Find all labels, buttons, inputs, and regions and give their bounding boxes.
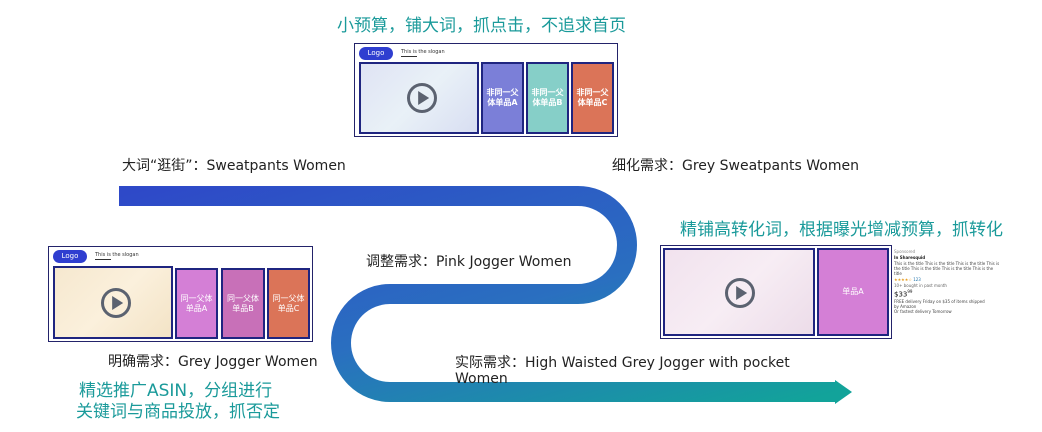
product-tile-b[interactable]: 非同一父体单品B — [526, 62, 569, 134]
product-tile-a[interactable]: 单品A — [817, 248, 889, 336]
product-tile-a[interactable]: 非同一父体单品A — [481, 62, 524, 134]
video-thumbnail[interactable] — [359, 62, 479, 134]
slogan-underline — [401, 56, 417, 57]
star-rating: ★★★★☆ 123 — [894, 277, 921, 282]
logo-badge: Logo — [359, 47, 393, 60]
slogan-underline — [95, 259, 111, 260]
delivery-line-2: by Amazon — [894, 304, 917, 309]
price-whole: $33 — [894, 290, 908, 299]
play-icon[interactable] — [407, 83, 437, 113]
stage-1-label: 大词“逛街”：Sweatpants Women — [122, 158, 346, 174]
play-icon[interactable] — [725, 278, 755, 308]
sponsored-display-ad-right: 单品A — [660, 245, 892, 339]
logo-badge: Logo — [53, 250, 87, 263]
product-brand[interactable]: In Sharesquid — [894, 255, 926, 260]
sponsored-brand-ad-top: Logo This is the slogan 非同一父体单品A 非同一父体单品… — [354, 43, 618, 137]
right-strategy-text: 精铺高转化词，根据曝光增减预算，抓转化 — [680, 220, 1003, 240]
slogan-text: This is the slogan — [95, 252, 139, 258]
product-tile-a[interactable]: 同一父体单品A — [175, 268, 218, 339]
delivery-line-1: FREE delivery Friday on $35 of items shi… — [894, 299, 985, 304]
price-cents: 99 — [907, 289, 913, 294]
stage-3-label: 调整需求：Pink Jogger Women — [366, 254, 572, 270]
product-tile-b[interactable]: 同一父体单品B — [221, 268, 265, 339]
video-thumbnail[interactable] — [663, 248, 815, 336]
video-thumbnail[interactable] — [53, 266, 173, 339]
sponsored-label: Sponsored — [894, 249, 916, 254]
top-strategy-text: 小预算，铺大词，抓点击，不追求首页 — [337, 16, 626, 36]
sponsored-brand-ad-left: Logo This is the slogan 同一父体单品A 同一父体单品B … — [48, 246, 313, 342]
left-strategy-line2: 关键词与商品投放，抓否定 — [76, 402, 280, 422]
product-tile-c[interactable]: 同一父体单品C — [267, 268, 310, 339]
purchase-note: 10+ bought in past month — [894, 283, 947, 288]
stage-2-label: 细化需求：Grey Sweatpants Women — [612, 158, 859, 174]
product-info: Sponsored In Sharesquid This is the titl… — [894, 249, 1006, 319]
left-strategy-line1: 精选推广ASIN，分组进行 — [79, 381, 273, 401]
product-tile-c[interactable]: 非同一父体单品C — [571, 62, 614, 134]
stage-5-label: 实际需求：High Waisted Grey Jogger with pocke… — [455, 355, 790, 387]
price: $3399 — [894, 289, 912, 298]
stage-4-label: 明确需求：Grey Jogger Women — [108, 354, 318, 370]
play-icon[interactable] — [101, 288, 131, 318]
product-title[interactable]: This is the title This is the title This… — [894, 261, 1000, 276]
rating-count[interactable]: 123 — [913, 277, 921, 282]
delivery-line-3: Or fastest delivery Tomorrow — [894, 309, 952, 314]
slogan-text: This is the slogan — [401, 49, 445, 55]
